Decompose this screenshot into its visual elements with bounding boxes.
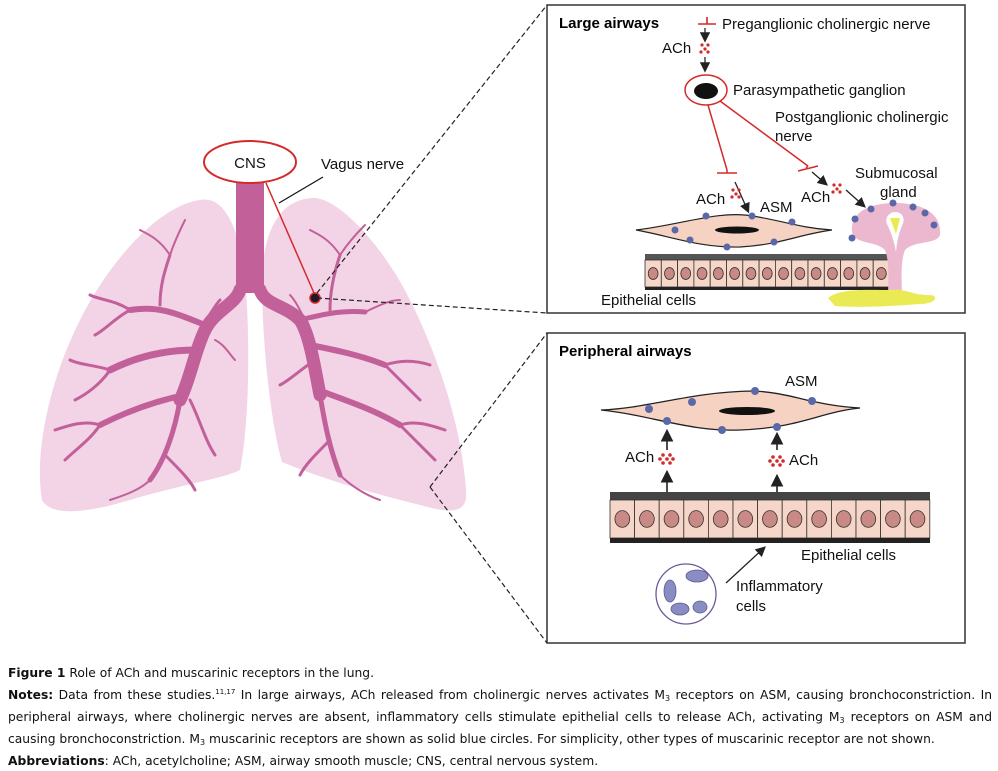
epithelium-large	[644, 254, 890, 290]
cell-nucleus	[762, 510, 778, 528]
ach-molecules-left-icon	[658, 453, 675, 465]
cell-nucleus	[811, 510, 827, 528]
subscript: 3	[199, 738, 206, 747]
right-lung	[262, 197, 467, 511]
epithelial-label-large: Epithelial cells	[601, 292, 696, 309]
caption-abbreviations: Abbreviations: ACh, acetylcholine; ASM, …	[8, 752, 992, 771]
postganglionic-nerves	[707, 100, 819, 174]
notes-text-2: In large airways, ACh released from chol…	[235, 688, 665, 702]
cell-nucleus	[859, 267, 871, 280]
cell-nucleus	[835, 510, 852, 528]
cell-nucleus	[614, 510, 631, 528]
notes-text-3: receptors on ASM, causing bronchoconstri…	[8, 688, 992, 724]
peripheral-airways-panel: Peripheral airways ASM ACh ACh Epithelia…	[546, 332, 966, 644]
cell-nucleus	[696, 267, 708, 280]
subscript: 3	[839, 716, 845, 725]
lungs-illustration: CNS Vagus nerve	[39, 4, 548, 644]
cell-nucleus	[729, 267, 740, 280]
cell-nucleus	[663, 510, 680, 528]
cell-nucleus	[647, 267, 659, 280]
large-airways-title: Large airways	[559, 15, 659, 32]
inflammatory-label-1: Inflammatory	[736, 578, 823, 595]
notes-text-4: receptors on ASM and causing bronchocons…	[8, 710, 992, 746]
notes-references[interactable]: 11,17	[215, 688, 236, 696]
inflammatory-label-2: cells	[736, 598, 766, 615]
cell-nucleus	[664, 267, 675, 280]
trachea	[236, 183, 264, 293]
cell-nucleus	[737, 510, 754, 528]
cell-nucleus	[761, 267, 773, 280]
cell-nucleus	[885, 510, 901, 528]
asm-label-large: ASM	[760, 199, 793, 216]
ach-left-label: ACh	[625, 449, 654, 466]
epithelial-cell	[757, 499, 783, 539]
zoom-guide-lines	[316, 4, 548, 644]
cell-nucleus	[713, 267, 724, 280]
epithelium-peripheral	[609, 492, 931, 543]
vagus-nerve-label: Vagus nerve	[321, 156, 404, 173]
cell-nucleus	[786, 510, 803, 528]
epithelial-cell	[781, 499, 808, 539]
gland-label-1: Submucosal	[855, 165, 938, 182]
abbreviations-label: Abbreviations	[8, 754, 105, 768]
cell-nucleus	[794, 267, 806, 280]
ach-molecules-icon	[699, 43, 710, 54]
epithelial-label-peripheral: Epithelial cells	[801, 547, 896, 564]
notes-text-5: muscarinic receptors are shown as solid …	[205, 732, 935, 746]
gland-label-2: gland	[880, 184, 917, 201]
vagus-leader-line	[278, 176, 324, 204]
figure-caption: Figure 1 Role of ACh and muscarinic rece…	[8, 664, 992, 771]
large-airways-panel: Large airways Preganglionic cholinergic …	[546, 4, 966, 314]
preganglionic-nerve-terminal-icon	[698, 17, 716, 25]
cell-nucleus	[778, 267, 789, 280]
caption-notes: Notes: Data from these studies.11,17 In …	[8, 683, 992, 752]
ach-molecules-right-icon	[768, 455, 785, 467]
cns-ellipse	[203, 140, 297, 184]
mucus	[828, 289, 936, 307]
m3-receptors-asm-large	[671, 212, 796, 251]
cell-nucleus	[876, 267, 887, 280]
ach-right-label: ACh	[789, 452, 818, 469]
peripheral-airways-title: Peripheral airways	[559, 343, 692, 360]
cell-nucleus	[639, 510, 655, 528]
notes-text-1: Data from these studies.	[53, 688, 216, 702]
ach-label-top: ACh	[662, 40, 691, 57]
postganglionic-label-2: nerve	[775, 128, 813, 145]
cell-nucleus	[860, 510, 877, 528]
cell-nucleus	[810, 267, 822, 280]
ach-gland-label: ACh	[801, 189, 830, 206]
cell-nucleus	[909, 510, 926, 528]
postganglionic-label-1: Postganglionic cholinergic	[775, 109, 949, 126]
cell-nucleus	[843, 267, 855, 280]
bronchial-tree	[53, 219, 447, 501]
m3-receptors-asm-peripheral	[645, 387, 816, 434]
notes-label: Notes:	[8, 688, 54, 702]
m3-receptors-gland	[848, 199, 938, 242]
cns-label: CNS	[234, 155, 266, 172]
abbreviations-text: : ACh, acetylcholine; ASM, airway smooth…	[104, 754, 599, 768]
cell-nucleus	[680, 267, 692, 280]
figure-title: Role of ACh and muscarinic receptors in …	[69, 666, 374, 680]
figure-number: Figure 1	[8, 666, 66, 680]
vagus-nerve	[265, 182, 315, 294]
caption-title-line: Figure 1 Role of ACh and muscarinic rece…	[8, 664, 992, 683]
ach-asm-label: ACh	[696, 191, 725, 208]
figure-diagram: CNS Vagus nerve Large airways Preganglio…	[39, 4, 966, 644]
preganglionic-label: Preganglionic cholinergic nerve	[722, 16, 930, 33]
ganglion-label: Parasympathetic ganglion	[733, 82, 906, 99]
subscript: 3	[664, 694, 671, 703]
asm-label-peripheral: ASM	[785, 373, 818, 390]
cell-nucleus	[688, 510, 704, 528]
cell-nucleus	[827, 267, 838, 280]
cell-nucleus	[712, 510, 729, 528]
cell-nucleus	[745, 267, 757, 280]
